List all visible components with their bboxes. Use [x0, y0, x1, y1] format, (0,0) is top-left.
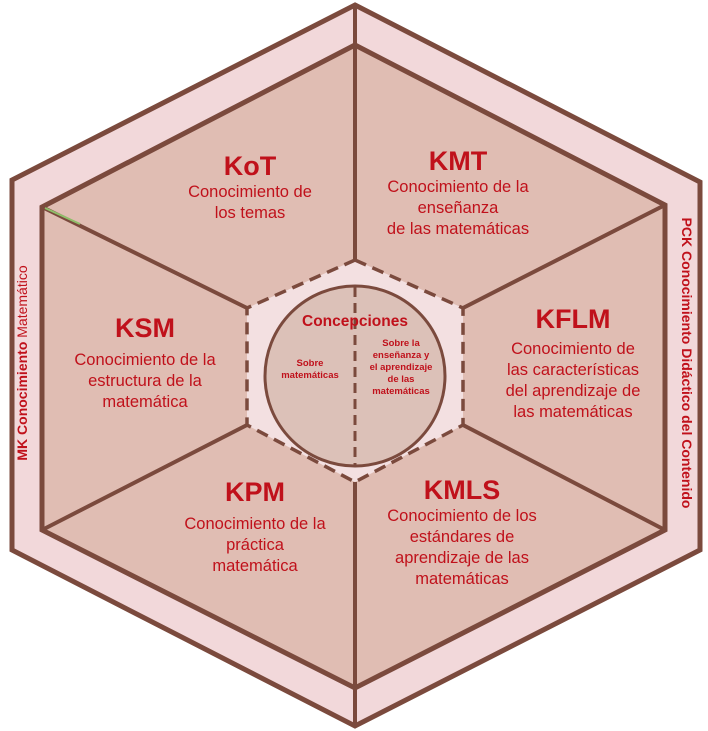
accent-line: [44, 207, 81, 225]
sector-abbr: KSM: [115, 313, 175, 343]
center-right-text: Sobre la enseñanza y el aprendizaje de l…: [369, 338, 433, 397]
sector-kot: KoT Conocimiento de los temas: [160, 150, 340, 224]
side-label-pck: PCK Conocimiento Didáctico del Contenido: [679, 173, 695, 553]
sector-desc: Conocimiento de la enseñanza de las mate…: [386, 178, 530, 238]
sector-desc: Conocimiento de los estándares de aprend…: [387, 507, 537, 588]
sector-ksm: KSM Conocimiento de la estructura de la …: [50, 312, 240, 413]
sector-kpm: KPM Conocimiento de la práctica matemáti…: [160, 476, 350, 577]
center-left-text: Sobre matemáticas: [281, 358, 339, 381]
sector-desc: Conocimiento de las características del …: [505, 340, 641, 421]
sector-desc: Conocimiento de la estructura de la mate…: [74, 351, 216, 411]
side-label-pck-bold: PCK Conocimiento Didáctico del Contenido: [679, 217, 695, 509]
sector-abbr: KMLS: [423, 475, 501, 505]
sector-abbr: KFLM: [535, 304, 611, 334]
sector-abbr: KoT: [223, 151, 277, 181]
sector-desc: Conocimiento de la práctica matemática: [184, 515, 326, 575]
sector-abbr: KPM: [225, 477, 285, 507]
sector-kmt: KMT Conocimiento de la enseñanza de las …: [358, 145, 558, 240]
side-label-mk: MK Conocimiento Matemático: [14, 213, 30, 513]
sector-dividers: [41, 5, 666, 726]
sector-desc: Conocimiento de los temas: [188, 183, 312, 222]
sector-kmls: KMLS Conocimiento de los estándares de a…: [362, 474, 562, 590]
center-title: Concepciones: [302, 313, 408, 330]
sector-abbr: KMT: [428, 146, 488, 176]
side-label-mk-bold: MK Conocimiento: [14, 341, 30, 461]
sector-kflm: KFLM Conocimiento de las características…: [478, 303, 668, 423]
side-label-mk-rest: Matemático: [14, 265, 30, 342]
